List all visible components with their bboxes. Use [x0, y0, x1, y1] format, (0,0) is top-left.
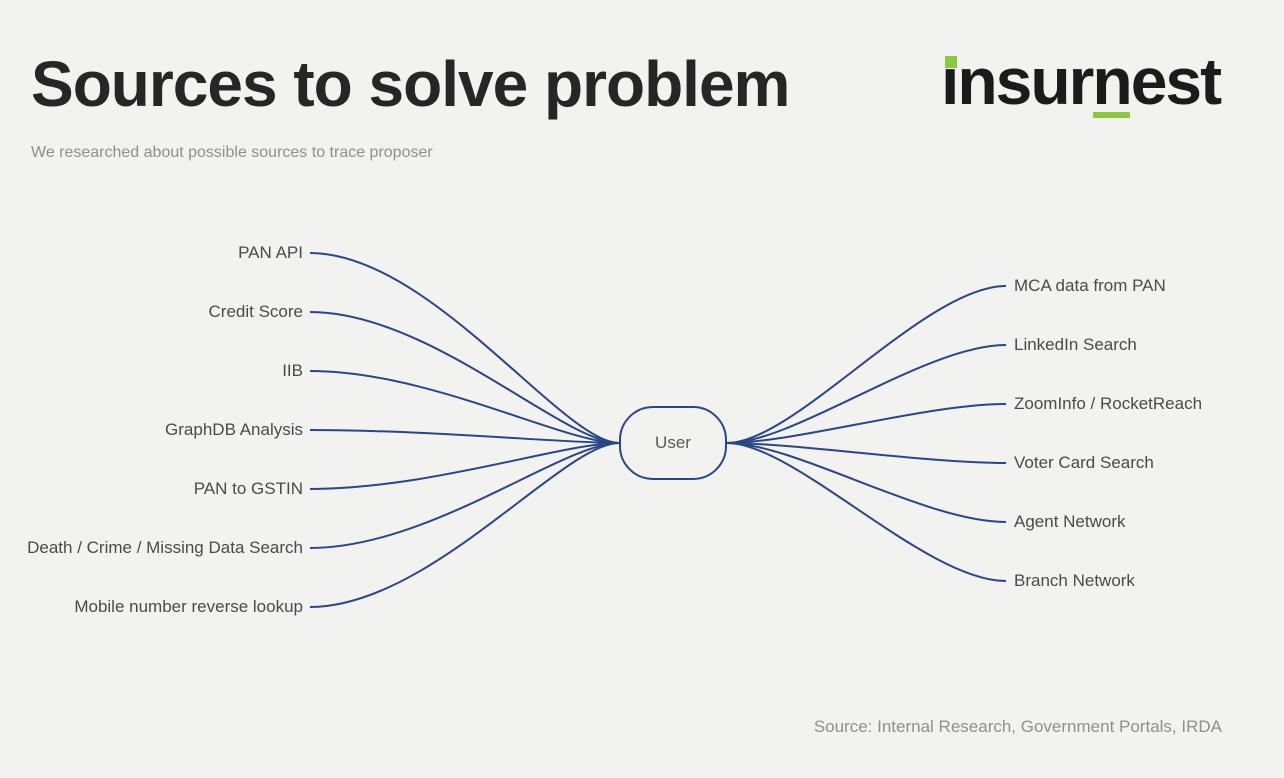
source-label-left: PAN to GSTIN — [193, 479, 303, 498]
connector-right — [726, 442, 1007, 582]
connector-left — [309, 370, 620, 444]
connector-left — [309, 442, 620, 608]
connector-left — [309, 311, 620, 444]
logo-accent-dot-icon — [945, 56, 957, 68]
user-node: User — [619, 406, 727, 480]
source-label-left: Credit Score — [208, 302, 303, 321]
source-label-left: IIB — [282, 361, 303, 380]
source-label-left: PAN API — [238, 243, 303, 262]
source-label-left: Mobile number reverse lookup — [74, 597, 303, 616]
connector-right — [726, 442, 1007, 464]
source-label-left: GraphDB Analysis — [165, 420, 303, 439]
connector-left — [309, 252, 620, 444]
connector-right — [726, 285, 1007, 444]
connector-right — [726, 442, 1007, 523]
source-label-right: MCA data from PAN — [1014, 276, 1166, 295]
page-title: Sources to solve problem — [31, 48, 790, 120]
source-label-right: Voter Card Search — [1014, 453, 1154, 472]
source-label-right: Agent Network — [1014, 512, 1126, 531]
logo-underlined-letter: n — [1092, 44, 1133, 118]
connector-left — [309, 442, 620, 549]
logo-text: ınsurnest — [941, 44, 1222, 118]
source-label-right: ZoomInfo / RocketReach — [1014, 394, 1203, 413]
source-label-right: LinkedIn Search — [1014, 335, 1137, 354]
connector-right — [726, 344, 1007, 444]
source-note: Source: Internal Research, Government Po… — [813, 717, 1222, 736]
connector-right — [726, 403, 1007, 444]
source-label-left: Death / Crime / Missing Data Search — [27, 538, 303, 557]
page-subtitle: We researched about possible sources to … — [31, 144, 433, 161]
connector-left — [309, 429, 620, 444]
source-label-right: Branch Network — [1014, 571, 1135, 590]
user-node-label: User — [655, 433, 691, 452]
logo: ınsurnest — [941, 48, 1222, 118]
connector-left — [309, 442, 620, 490]
